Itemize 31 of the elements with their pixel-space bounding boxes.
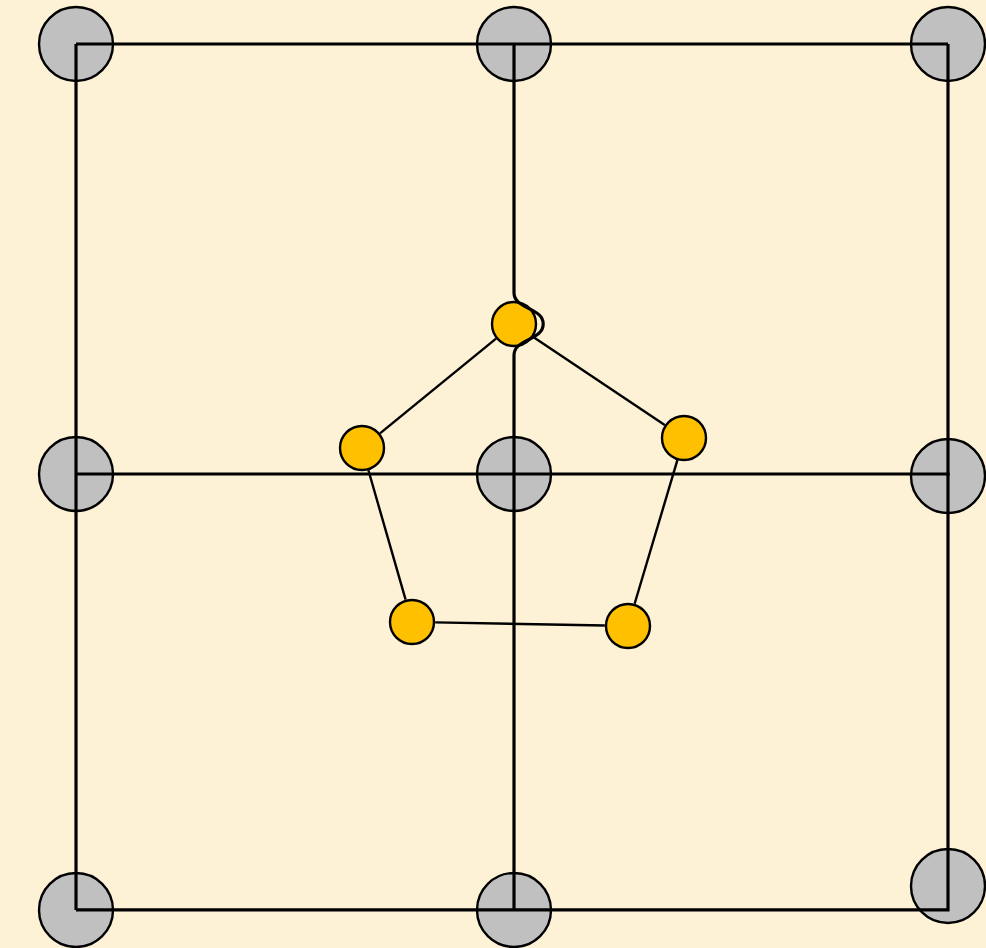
circle-node [660,414,708,462]
connector-line [514,885,950,912]
connector-line [946,476,950,886]
connector-line [76,908,514,912]
connector-line [514,42,948,46]
connector-line [76,42,514,46]
connector-line [633,459,679,605]
circle-node [37,435,115,513]
circle-node [388,598,436,646]
circle-node [475,5,553,83]
connector-line [946,44,950,476]
circle-node [37,871,115,948]
circle-node [37,5,115,83]
connector-line [74,474,78,910]
connector-line [76,472,514,476]
circle-node [909,437,986,515]
connector-line [379,337,497,435]
connector-line [514,472,950,478]
circle-node [909,5,986,83]
connector-line [512,44,545,474]
circle-node [604,602,652,650]
connector-line [532,335,666,427]
connector-line [512,474,516,910]
circle-node [909,847,986,925]
circle-node [338,424,386,472]
connector-line [435,621,605,627]
connector-line [367,469,407,600]
circle-node [475,871,553,948]
circle-node [475,435,553,513]
connector-line [74,44,78,474]
circle-node [490,300,538,348]
